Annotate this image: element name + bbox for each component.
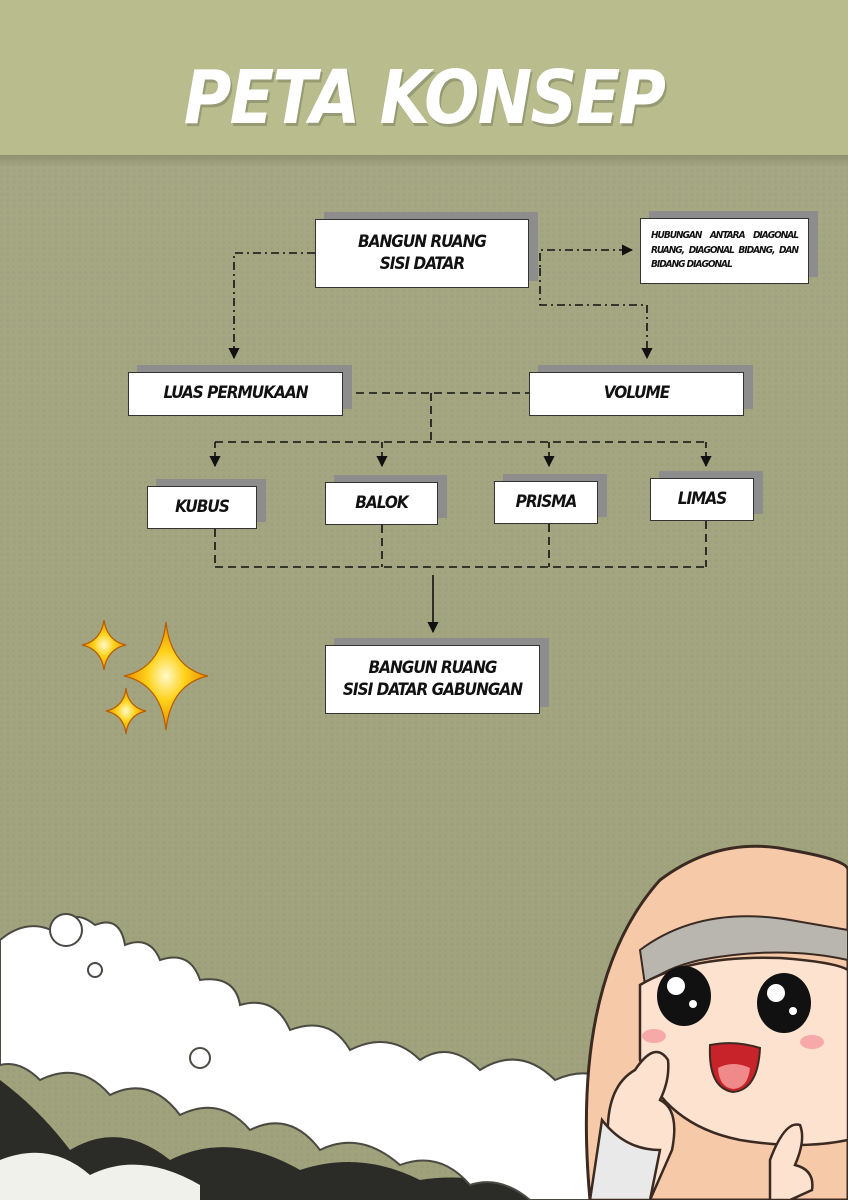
node-label: BANGUN RUANG SISI DATAR GABUNGAN — [342, 658, 523, 700]
node-label: BALOK — [355, 492, 408, 513]
connector-main-luas — [228, 252, 315, 360]
node-label: KUBUS — [175, 496, 230, 517]
node-limas: LIMAS — [650, 478, 754, 521]
node-label: BANGUN RUANG SISI DATAR — [357, 232, 487, 274]
node-prisma: PRISMA — [494, 481, 598, 524]
node-hubungan-diagonal: HUBUNGAN ANTARA DIAGONAL RUANG, DIAGONAL… — [640, 218, 809, 284]
sparkle-icon — [105, 687, 147, 735]
node-label: LIMAS — [677, 488, 728, 509]
node-luas-permukaan: LUAS PERMUKAAN — [128, 372, 343, 416]
node-balok: BALOK — [325, 482, 438, 525]
node-label: LUAS PERMUKAAN — [163, 383, 308, 404]
connector-main-volume — [539, 268, 653, 360]
connector-main-hubungan — [529, 244, 634, 269]
node-label: HUBUNGAN ANTARA DIAGONAL RUANG, DIAGONAL… — [651, 230, 799, 271]
sparkle-icon — [123, 621, 209, 731]
node-bangun-ruang-sisi-datar: BANGUN RUANG SISI DATAR — [315, 219, 529, 288]
node-bangun-ruang-gabungan: BANGUN RUANG SISI DATAR GABUNGAN — [325, 645, 540, 714]
node-kubus: KUBUS — [147, 486, 257, 529]
node-volume: VOLUME — [529, 372, 744, 416]
sparkle-icon — [81, 619, 127, 671]
page-title: PETA KONSEP — [183, 55, 666, 141]
node-label: PRISMA — [515, 491, 578, 512]
node-label: VOLUME — [603, 383, 670, 404]
header-band: PETA KONSEP — [0, 0, 848, 167]
